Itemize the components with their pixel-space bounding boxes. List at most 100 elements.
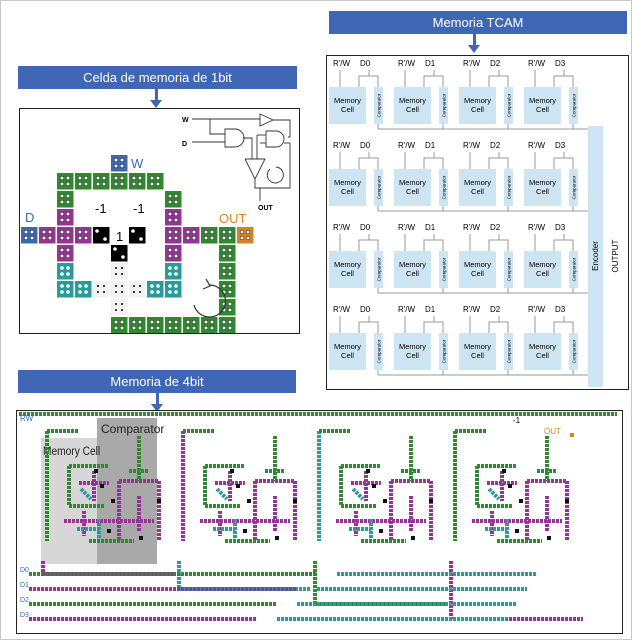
block-pin (113, 163, 119, 169)
block-pin (77, 181, 83, 187)
block-pin (209, 325, 215, 331)
block-pin (121, 309, 123, 311)
block-pin (65, 193, 71, 199)
comparator-label: Comparator (442, 93, 447, 117)
block-pin (173, 235, 179, 241)
memory-cell-block (394, 87, 431, 124)
teal-block (75, 281, 92, 298)
node-dot (383, 499, 387, 503)
block-pin (83, 229, 89, 235)
comparator-block (439, 333, 448, 370)
data-label: D3 (555, 141, 566, 150)
block-pin (59, 247, 65, 253)
wire (79, 471, 109, 501)
comparator-block (504, 87, 513, 124)
encoder-block (588, 126, 603, 387)
block-pin (121, 255, 125, 259)
block-pin (78, 284, 82, 288)
block-pin (239, 235, 245, 241)
block-pin (133, 291, 135, 293)
memory-cell-label: Memory (464, 342, 491, 351)
block-pin (113, 247, 117, 251)
teal-block (147, 281, 164, 298)
comparator-label: Comparator (572, 175, 577, 199)
block-pin (168, 290, 172, 294)
comparator-label: Comparator (572, 93, 577, 117)
memory-cell-label: Cell (406, 269, 419, 278)
wire (215, 487, 229, 501)
block-pin (173, 319, 179, 325)
block-pin (156, 290, 160, 294)
node-dot (107, 529, 111, 533)
banner-1bit-cell: Celda de memoria de 1bit (18, 66, 297, 89)
block-pin (23, 235, 29, 241)
memory-cell-label: Cell (536, 351, 549, 360)
memory-cell-label: Cell (471, 187, 484, 196)
node-dot (243, 529, 247, 533)
block-pin (65, 253, 71, 259)
block-pin (174, 266, 178, 270)
tcam-wire (534, 316, 574, 333)
block-pin (60, 290, 64, 294)
block-pin (167, 199, 173, 205)
label-d: D (25, 210, 34, 225)
memory-cell-block (459, 169, 496, 206)
node-dot (94, 469, 98, 473)
node-dot (515, 529, 519, 533)
memory-cell-label: Memory (464, 178, 491, 187)
block-pin (115, 303, 117, 305)
block-pin (203, 325, 209, 331)
memory-cell-block (394, 251, 431, 288)
memory-cell-label: Cell (406, 105, 419, 114)
block-pin (59, 181, 65, 187)
orange-block (237, 227, 254, 244)
green-block (57, 173, 74, 190)
rw-label: R'/W (528, 305, 546, 314)
tcam-wire (534, 152, 574, 169)
block-pin (167, 211, 173, 217)
banner-4bit: Memoria de 4bit (18, 370, 296, 393)
block-pin (173, 217, 179, 223)
block-pin (167, 253, 173, 259)
circuit-wire (209, 119, 225, 135)
memory-cell-label: Cell (341, 351, 354, 360)
memory-cell-label: Memory (529, 96, 556, 105)
block-pin (60, 272, 64, 276)
block-pin (103, 237, 107, 241)
block-pin (95, 229, 99, 233)
tcam-wire (469, 234, 509, 251)
encoder-label: Encoder (591, 241, 600, 271)
loop-arrow-icon (266, 166, 284, 184)
memory-cell-label: Memory (399, 96, 426, 105)
block-pin (173, 253, 179, 259)
memory-cell-label: Memory (529, 342, 556, 351)
green-block (93, 173, 110, 190)
comparator-label: Comparator (442, 257, 447, 281)
block-pin (59, 193, 65, 199)
rw-label: R'/W (463, 141, 481, 150)
memory-cell-label: Cell (341, 105, 354, 114)
tcam-wire (404, 316, 444, 333)
tcam-wire (469, 316, 509, 333)
white-block (111, 281, 128, 298)
block-pin (113, 319, 119, 325)
block-pin (95, 175, 101, 181)
node-dot (236, 484, 240, 488)
rw-label: R'/W (528, 141, 546, 150)
block-pin (155, 325, 161, 331)
node-dot (275, 536, 279, 540)
label-out: OUT (219, 211, 247, 226)
block-pin (167, 325, 173, 331)
green-block (219, 281, 236, 298)
block-pin (227, 283, 233, 289)
block-pin (167, 193, 173, 199)
block-pin (97, 285, 99, 287)
block-pin (84, 284, 88, 288)
block-pin (185, 319, 191, 325)
tcam-wire (404, 234, 444, 251)
memory-cell-block (329, 169, 366, 206)
arrow-down-icon (150, 89, 162, 108)
